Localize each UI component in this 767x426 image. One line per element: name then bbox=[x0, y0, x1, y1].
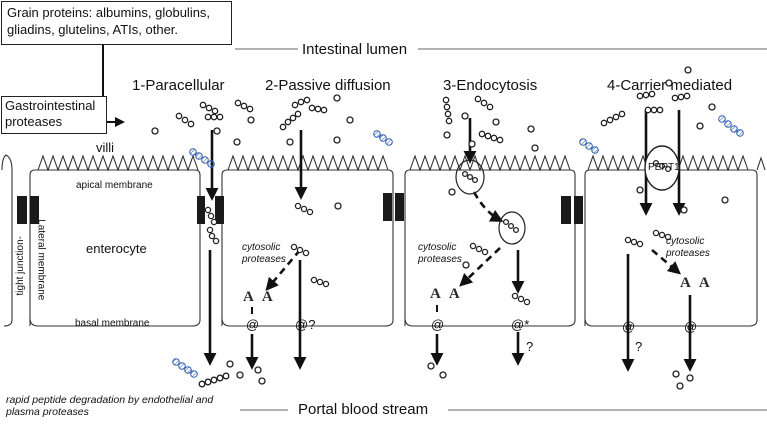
intestinal-lumen-label: Intestinal lumen bbox=[302, 41, 408, 58]
peptides bbox=[151, 66, 729, 390]
aa-dashes bbox=[251, 305, 438, 314]
pathway-title-paracellular: 1-Paracellular bbox=[132, 77, 225, 94]
tight-junctions bbox=[17, 193, 583, 224]
exit-question-4: ? bbox=[635, 339, 643, 354]
villi-label: villi bbox=[96, 140, 115, 155]
pathway-title-carrier-mediated: 4-Carrier mediated bbox=[607, 77, 733, 94]
basal-membrane-label: basal membrane bbox=[75, 318, 150, 329]
rapid-degradation-note: rapid peptide degradation by endothelial… bbox=[6, 394, 214, 419]
amino-acids-4: A A bbox=[680, 275, 713, 291]
tight-junction-label: tight junction- bbox=[14, 236, 26, 296]
exit-marker-2b: @? bbox=[295, 317, 316, 332]
apical-membrane-label: apical membrane bbox=[76, 180, 153, 191]
hatched-peptides bbox=[172, 115, 744, 378]
cytosolic-proteases-2: cytosolic proteases bbox=[242, 242, 286, 265]
amino-acids-3: A A bbox=[430, 286, 463, 302]
cytosolic-proteases-4: cytosolic proteases bbox=[666, 236, 710, 259]
exit-marker-3b: @* bbox=[511, 317, 530, 332]
gi-proteases-box bbox=[1, 96, 107, 134]
gi-proteases-label: Gastrointestinal proteases bbox=[5, 98, 96, 130]
endocytic-vesicle-1 bbox=[455, 159, 485, 195]
amino-acids-2: A A bbox=[243, 289, 276, 305]
grain-proteins-label: Grain proteins: albumins, globulins, gli… bbox=[7, 5, 211, 37]
pept1-label: PEPT1 bbox=[648, 162, 680, 173]
exit-question-3: ? bbox=[526, 339, 534, 354]
exit-marker-4b: @ bbox=[684, 319, 698, 334]
pathway-title-passive-diffusion: 2-Passive diffusion bbox=[265, 77, 391, 94]
exit-marker-3a: @ bbox=[431, 317, 445, 332]
grain-proteins-box bbox=[1, 1, 232, 45]
endocytic-vesicle-2 bbox=[498, 211, 526, 245]
portal-blood-stream-label: Portal blood stream bbox=[298, 401, 429, 418]
cytosolic-proteases-3: cytosolic proteases bbox=[418, 242, 462, 265]
exit-marker-2a: @ bbox=[246, 317, 260, 332]
enterocyte-label: enterocyte bbox=[86, 241, 147, 256]
lateral-membrane-label: Lateral membrane bbox=[35, 219, 47, 301]
exit-marker-4a: @ bbox=[622, 319, 636, 334]
pathway-title-endocytosis: 3-Endocytosis bbox=[443, 77, 538, 94]
flow-arrows bbox=[102, 44, 697, 372]
